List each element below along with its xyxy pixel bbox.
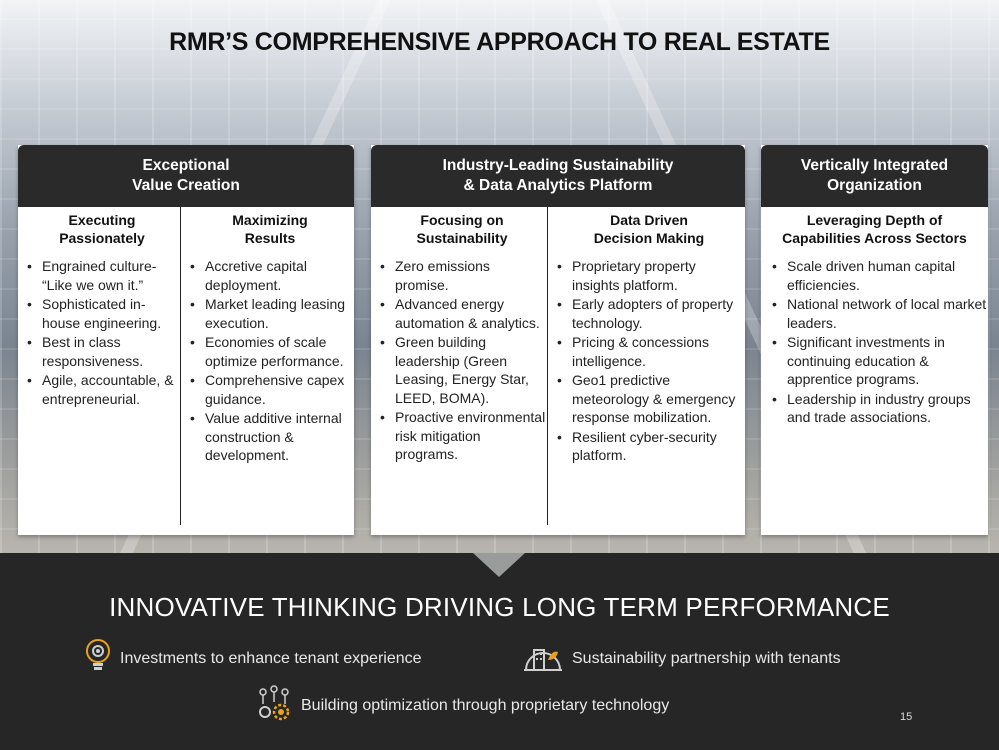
column-maximizing: Maximizing Results Accretive capital dep… xyxy=(181,207,353,525)
tagline: INNOVATIVE THINKING DRIVING LONG TERM PE… xyxy=(109,592,890,622)
list-item: Market leading leasing execution. xyxy=(187,295,353,332)
list-item: Agile, accountable, & entrepreneurial. xyxy=(24,371,180,408)
list-item: Zero emissions promise. xyxy=(377,257,547,294)
list-item: Economies of scale optimize performance. xyxy=(187,333,353,370)
list-item: Advanced energy automation & analytics. xyxy=(377,295,547,332)
card-heading: Vertically Integrated Organization xyxy=(761,145,988,207)
column-heading: Leveraging Depth of Capabilities Across … xyxy=(782,212,967,246)
column-heading: Focusing on Sustainability xyxy=(416,212,508,246)
page-title: RMR’S COMPREHENSIVE APPROACH TO REAL EST… xyxy=(169,28,830,56)
lightbulb-gear-icon xyxy=(84,638,120,679)
card-sustainability: Industry-Leading Sustainability & Data A… xyxy=(371,145,745,535)
column-executing: Executing Passionately Engrained culture… xyxy=(18,207,181,525)
column-focusing: Focusing on Sustainability Zero emission… xyxy=(371,207,548,525)
feature-text: Sustainability partnership with tenants xyxy=(572,649,841,667)
list-item: Proprietary property insights platform. xyxy=(554,257,744,294)
feature-sustainability: Sustainability partnership with tenants xyxy=(522,638,841,679)
column-data-driven: Data Driven Decision Making Proprietary … xyxy=(548,207,744,525)
list-item: Engrained culture- “Like we own it.” xyxy=(24,257,180,294)
list-item: Accretive capital deployment. xyxy=(187,257,353,294)
list-item: National network of local market leaders… xyxy=(769,295,988,332)
list-item: Sophisticated in-house engineering. xyxy=(24,295,180,332)
feature-building-optimization: Building optimization through proprietar… xyxy=(255,684,669,727)
list-item: Scale driven human capital efficiencies. xyxy=(769,257,988,294)
card-heading: Industry-Leading Sustainability & Data A… xyxy=(371,145,745,207)
card-value-creation: Exceptional Value Creation Executing Pas… xyxy=(18,145,354,535)
card-vertically-integrated: Vertically Integrated Organization Lever… xyxy=(761,145,988,535)
footer-panel xyxy=(0,553,999,750)
list-item: Pricing & concessions intelligence. xyxy=(554,333,744,370)
list-item: Best in class responsiveness. xyxy=(24,333,180,370)
green-building-icon xyxy=(522,638,572,679)
list-item: Geo1 predictive meteorology & emergency … xyxy=(554,371,744,427)
column-heading: Data Driven Decision Making xyxy=(593,212,705,246)
feature-text: Building optimization through proprietar… xyxy=(301,696,670,714)
feature-tenant-experience: Investments to enhance tenant experience xyxy=(84,638,422,679)
list-item: Early adopters of property technology. xyxy=(554,295,744,332)
list-item: Green building leadership (Green Leasing… xyxy=(377,333,547,407)
list-item: Leadership in industry groups and trade … xyxy=(769,390,988,427)
list-item: Significant investments in continuing ed… xyxy=(769,333,988,389)
column-leveraging: Leveraging Depth of Capabilities Across … xyxy=(761,207,988,428)
pointer-notch xyxy=(473,553,525,577)
page-number: 15 xyxy=(900,711,913,723)
feature-text: Investments to enhance tenant experience xyxy=(120,649,422,667)
technology-gears-icon xyxy=(255,684,301,727)
column-heading: Executing Passionately xyxy=(59,212,145,246)
column-heading: Maximizing Results xyxy=(232,212,308,246)
list-item: Value additive internal construction & d… xyxy=(187,409,353,465)
list-item: Resilient cyber-security platform. xyxy=(554,428,744,465)
list-item: Proactive environmental risk mitigation … xyxy=(377,408,547,464)
list-item: Comprehensive capex guidance. xyxy=(187,371,353,408)
card-heading: Exceptional Value Creation xyxy=(18,145,354,207)
